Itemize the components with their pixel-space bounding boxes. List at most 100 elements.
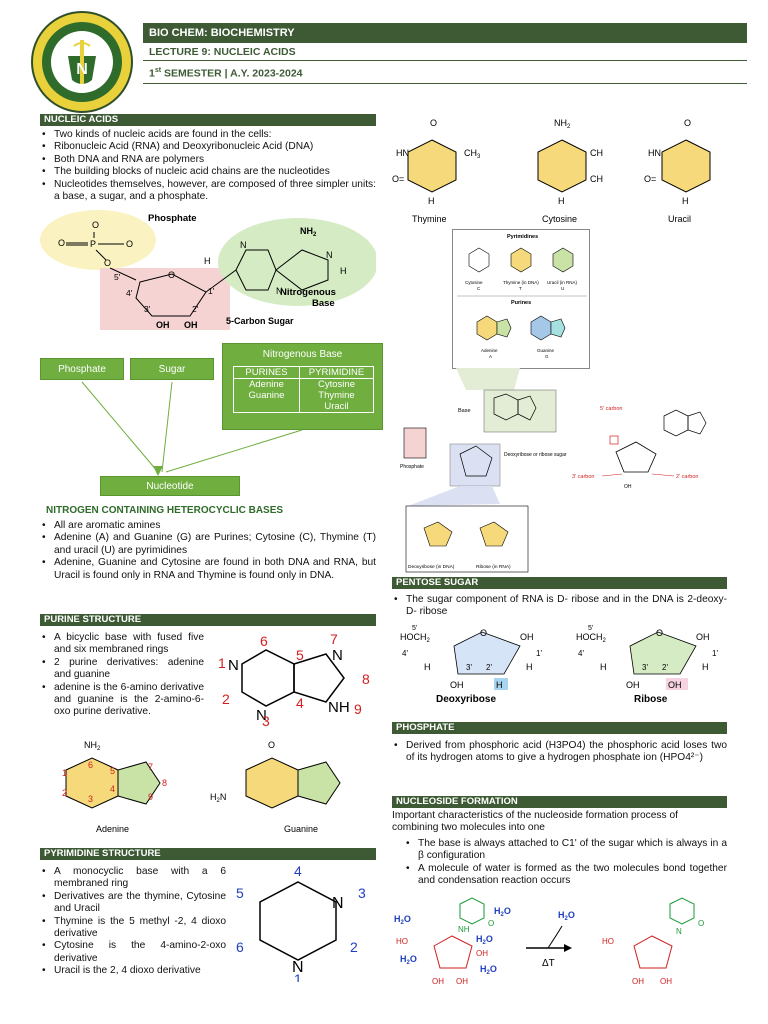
svg-text:OH: OH: [432, 977, 444, 986]
svg-text:NH2: NH2: [300, 226, 317, 238]
svg-text:HO: HO: [602, 937, 614, 946]
svg-text:H: H: [702, 662, 709, 672]
pyrimidine-thymine: Thymine: [318, 390, 355, 401]
adenine-guanine-diagram: NH2 1 2 3 4 5 6 7 8 9 Adenine O H2N Guan…: [40, 736, 376, 840]
lecture-title: LECTURE 9: NUCLEIC ACIDS: [149, 46, 296, 58]
list-item: Nucleotides themselves, however, are com…: [40, 179, 376, 204]
nucleoside-intro: Important characteristics of the nucleos…: [392, 810, 678, 834]
pentose-sugar-diagram: HOCH2 5' O OH 4' 1' H H 3' 2' OH H Deoxy…: [396, 624, 730, 706]
svg-text:Thymine: Thymine: [412, 214, 447, 224]
nucleic-acids-heading: NUCLEIC ACIDS: [40, 114, 376, 126]
svg-text:1': 1': [208, 286, 215, 296]
svg-text:O: O: [656, 628, 663, 638]
svg-text:OH: OH: [456, 977, 468, 986]
svg-text:ΔT: ΔT: [542, 958, 555, 969]
nucleoside-reaction-diagram: NH O H2O H2O H2O H2O H2O HO OH OH OH H2O…: [390, 892, 730, 990]
list-item: A molecule of water is formed as the two…: [404, 863, 727, 888]
svg-text:Purines: Purines: [511, 300, 531, 306]
svg-text:N: N: [326, 250, 333, 260]
svg-text:1: 1: [62, 768, 67, 778]
course-title: BIO CHEM: BIOCHEMISTRY: [149, 27, 295, 39]
svg-text:O: O: [168, 270, 175, 280]
list-item: The base is always attached to C1' of th…: [404, 838, 727, 863]
svg-text:OH: OH: [520, 632, 534, 642]
list-item: Adenine, Guanine and Cytosine are found …: [40, 557, 376, 582]
purine-adenine: Adenine: [249, 379, 284, 390]
svg-text:Guanine: Guanine: [284, 824, 318, 834]
list-item: Uracil is the 2, 4 dioxo derivative: [40, 965, 226, 978]
svg-text:O: O: [488, 919, 494, 928]
svg-text:CH: CH: [590, 148, 603, 158]
svg-text:5: 5: [110, 766, 115, 776]
svg-text:1': 1': [536, 649, 542, 658]
svg-text:Pyrimidines: Pyrimidines: [507, 234, 538, 240]
list-item: Cytosine is the 4-amino-2-oxo derivative: [40, 940, 226, 965]
list-item: Derivatives are the thymine, Cytosine an…: [40, 891, 226, 916]
svg-text:4': 4': [402, 649, 408, 658]
svg-text:OH: OH: [624, 484, 632, 490]
purine-list: A bicyclic base with fused five and six …: [40, 632, 204, 719]
pyrimidine-heading: PYRIMIDINE STRUCTURE: [40, 848, 376, 860]
svg-text:8: 8: [162, 778, 167, 788]
pyrimidine-cytosine: Cytosine: [318, 379, 355, 390]
svg-text:Uracil: Uracil: [668, 214, 691, 224]
svg-text:H: H: [204, 256, 211, 266]
pyrimidine-bases-diagram: O CH3 HN O= H Thymine NH2 CH CH H Cytosi…: [392, 112, 722, 228]
nucleotide-box: Nucleotide: [100, 476, 240, 496]
svg-text:O: O: [104, 258, 111, 268]
svg-text:2: 2: [222, 691, 230, 707]
svg-text:N: N: [76, 61, 88, 78]
svg-text:Adenine: Adenine: [96, 824, 129, 834]
svg-text:CH: CH: [590, 174, 603, 184]
svg-text:H: H: [340, 266, 347, 276]
sugar-box: Sugar: [130, 358, 214, 380]
list-item: Ribonucleic Acid (RNA) and Deoxyribonucl…: [40, 141, 376, 154]
svg-text:O: O: [684, 118, 691, 128]
svg-text:O=: O=: [392, 174, 404, 184]
nucleotide-carbon-diagram: 5' carbon 3' carbon 2' carbon OH: [566, 386, 730, 492]
svg-text:O: O: [268, 740, 275, 750]
svg-text:2': 2': [192, 304, 199, 314]
list-item: Thymine is the 5 methyl -2, 4 dioxo deri…: [40, 916, 226, 941]
svg-text:OH: OH: [660, 977, 672, 986]
svg-text:H: H: [424, 662, 431, 672]
list-item: 2 purine derivatives: adenine and guanin…: [40, 657, 204, 682]
svg-text:7: 7: [330, 632, 338, 647]
svg-text:Phosphate: Phosphate: [400, 464, 424, 470]
svg-text:3: 3: [88, 794, 93, 804]
svg-text:5': 5': [412, 625, 417, 632]
svg-text:2' carbon: 2' carbon: [676, 474, 698, 480]
header-divider: [143, 83, 747, 84]
svg-text:9: 9: [354, 701, 362, 717]
svg-text:4': 4': [578, 649, 584, 658]
list-item: A bicyclic base with fused five and six …: [40, 632, 204, 657]
svg-text:5: 5: [236, 885, 244, 901]
svg-text:4': 4': [126, 288, 133, 298]
svg-text:O: O: [698, 919, 704, 928]
nucleic-acids-list: Two kinds of nucleic acids are found in …: [40, 129, 376, 203]
list-item: Derived from phosphoric acid (H3PO4) the…: [392, 740, 727, 765]
list-item: A monocyclic base with a 6 membraned rin…: [40, 866, 226, 891]
svg-text:O: O: [126, 239, 133, 249]
svg-text:H: H: [496, 680, 503, 690]
svg-text:6: 6: [260, 633, 268, 649]
svg-text:N: N: [240, 240, 247, 250]
svg-text:Phosphate: Phosphate: [148, 213, 197, 224]
svg-text:U: U: [561, 286, 564, 291]
list-item: The building blocks of nucleic acid chai…: [40, 166, 376, 179]
svg-text:NH: NH: [458, 925, 470, 934]
svg-text:3' carbon: 3' carbon: [572, 474, 594, 480]
svg-text:5-Carbon Sugar: 5-Carbon Sugar: [226, 316, 294, 326]
svg-text:C: C: [477, 286, 481, 291]
heterocyclic-heading: NITROGEN CONTAINING HETEROCYCLIC BASES: [46, 505, 284, 516]
svg-text:N: N: [256, 707, 267, 724]
phosphate-box: Phosphate: [40, 358, 124, 380]
course-title-bar: BIO CHEM: BIOCHEMISTRY: [143, 23, 747, 43]
svg-text:Ribose: Ribose: [634, 694, 668, 705]
svg-text:2: 2: [350, 939, 358, 955]
svg-text:T: T: [519, 286, 522, 291]
svg-text:HOCH2: HOCH2: [576, 632, 607, 644]
svg-text:OH: OH: [156, 320, 170, 330]
svg-text:7: 7: [148, 762, 153, 772]
